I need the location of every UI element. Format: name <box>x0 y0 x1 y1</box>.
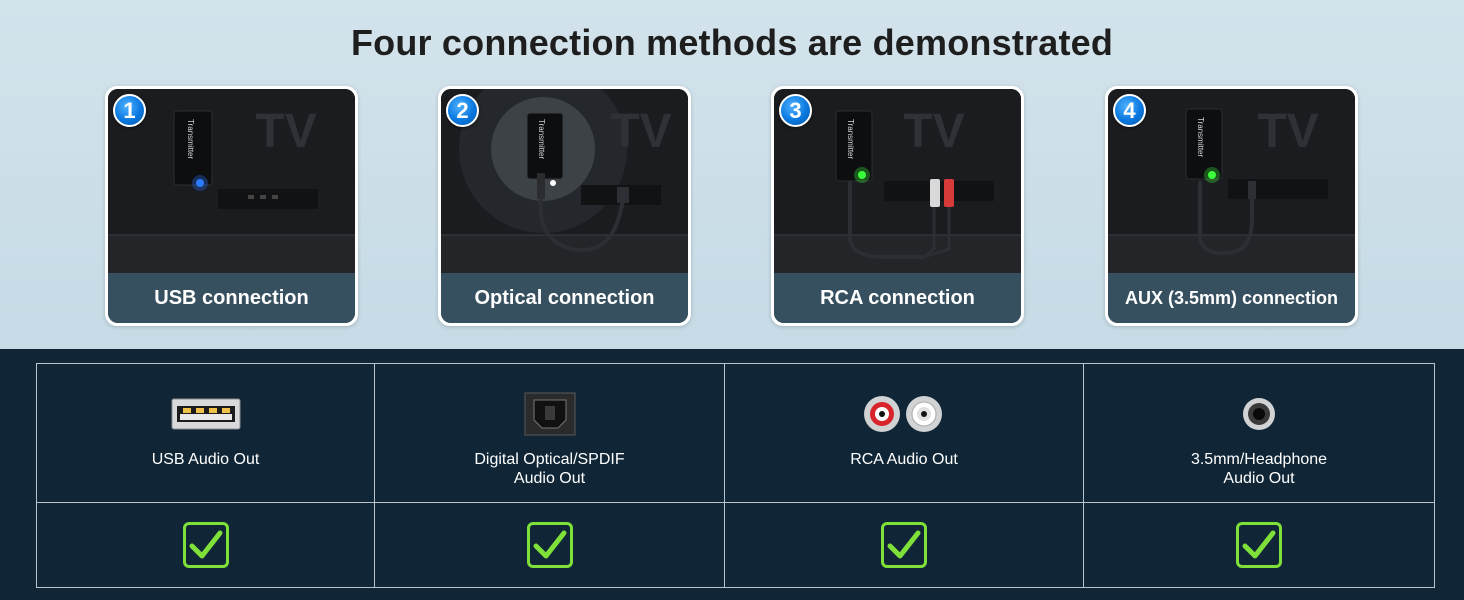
transmitter-label: Transmitter <box>846 119 855 159</box>
card-caption: Optical connection <box>441 273 688 323</box>
compatibility-table: USB Audio Out Digital Optica <box>36 363 1435 588</box>
headphone-jack-icon <box>1084 392 1434 436</box>
support-cell-usb <box>36 502 375 588</box>
support-cell-headphone <box>1083 502 1435 588</box>
support-cell-rca <box>724 502 1084 588</box>
card-aux-connection: TV Transmitter 4 AUX (3.5mm) connection <box>1105 86 1358 326</box>
port-cell-rca: RCA Audio Out <box>724 363 1084 503</box>
port-label: Digital Optical/SPDIF Audio Out <box>474 451 625 487</box>
tv-label: TV <box>1257 105 1318 158</box>
demo-section: Four connection methods are demonstrated… <box>0 0 1464 349</box>
usb-connection-photo: TV Transmitter <box>108 89 355 273</box>
checkmark-icon <box>526 522 573 568</box>
port-label: 3.5mm/Headphone Audio Out <box>1190 451 1328 487</box>
rca-connection-photo: TV Transmitter <box>774 89 1021 273</box>
card-optical-connection: TV Transmitter 2 Optical connection <box>438 86 691 326</box>
port-cell-headphone: 3.5mm/Headphone Audio Out <box>1083 363 1435 503</box>
page-title: Four connection methods are demonstrated <box>350 22 1114 63</box>
card-usb-connection: TV Transmitter 1 USB connection <box>105 86 358 326</box>
usb-port-icon <box>37 392 374 436</box>
port-row: USB Audio Out Digital Optica <box>36 363 1435 503</box>
tv-label: TV <box>255 105 316 158</box>
compatibility-section: USB Audio Out Digital Optica <box>0 349 1464 600</box>
transmitter-label: Transmitter <box>537 119 546 159</box>
port-label: RCA Audio Out <box>850 451 958 468</box>
support-row <box>36 502 1435 588</box>
optical-connection-photo: TV Transmitter <box>441 89 688 273</box>
step-number-badge: 4 <box>1113 94 1146 127</box>
step-number-badge: 1 <box>113 94 146 127</box>
tv-label: TV <box>903 105 964 158</box>
card-caption: USB connection <box>108 273 355 323</box>
card-rca-connection: TV Transmitter 3 RCA connection <box>771 86 1024 326</box>
step-number-badge: 2 <box>446 94 479 127</box>
checkmark-icon <box>881 522 927 568</box>
rca-ports-icon <box>725 392 1083 436</box>
step-number-badge: 3 <box>779 94 812 127</box>
checkmark-icon <box>1236 522 1282 568</box>
checkmark-icon <box>182 522 229 568</box>
card-caption: AUX (3.5mm) connection <box>1108 273 1355 323</box>
transmitter-label: Transmitter <box>1196 117 1205 157</box>
port-label: USB Audio Out <box>151 451 260 468</box>
support-cell-optical <box>374 502 725 588</box>
optical-port-icon <box>375 392 724 436</box>
tv-label: TV <box>610 105 671 158</box>
port-cell-optical: Digital Optical/SPDIF Audio Out <box>374 363 725 503</box>
card-caption: RCA connection <box>774 273 1021 323</box>
port-cell-usb: USB Audio Out <box>36 363 375 503</box>
aux-connection-photo: TV Transmitter <box>1108 89 1355 273</box>
transmitter-label: Transmitter <box>186 119 195 159</box>
